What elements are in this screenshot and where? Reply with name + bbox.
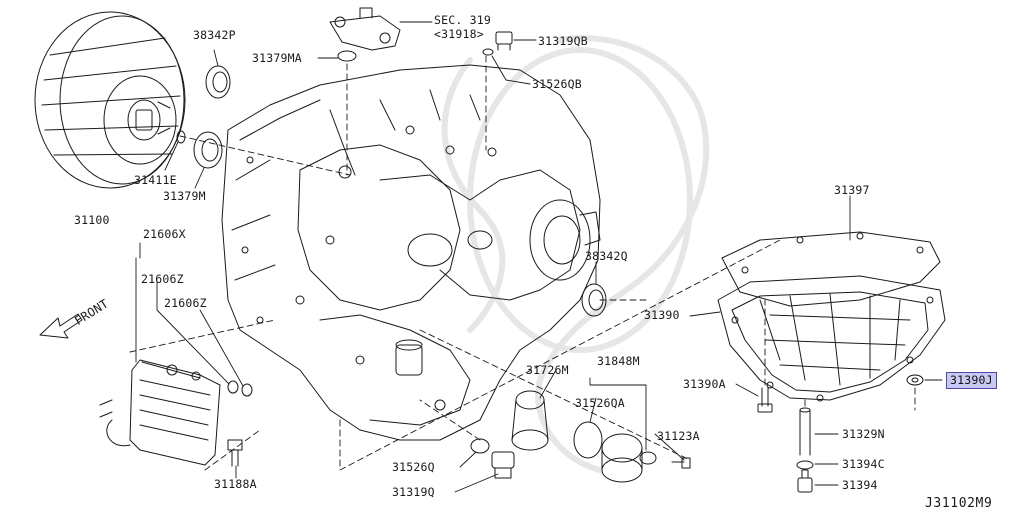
strainer-31726m (511, 390, 549, 451)
torque-converter (34, 11, 186, 189)
callout-31329n: 31329N (842, 427, 885, 441)
washer-31390j (906, 374, 924, 386)
sensor-sec319 (329, 7, 401, 51)
oil-cooler (99, 359, 221, 466)
callout-21606x: 21606X (143, 227, 186, 241)
front-arrow (39, 313, 83, 339)
callout-31394: 31394 (842, 478, 878, 492)
callout-sec-319-sub: <31918> (434, 27, 484, 41)
callout-31848m: 31848M (597, 354, 640, 368)
pipe-31329n (799, 407, 811, 456)
leader-lines (135, 21, 943, 493)
o-ring-21606z-a (227, 380, 239, 394)
callout-31526qb: 31526QB (532, 77, 582, 91)
bolt-31390a (757, 387, 773, 413)
bolt-31188a (227, 439, 243, 467)
callout-31390a: 31390A (683, 377, 726, 391)
bolt-31123a (671, 457, 691, 469)
callout-31526qa: 31526QA (575, 396, 625, 410)
washer-31526qb (482, 48, 494, 56)
callout-31379m: 31379M (163, 189, 206, 203)
drain-plug-31394 (797, 469, 813, 493)
callout-sec-319: SEC. 319 (434, 13, 491, 27)
callout-31319q: 31319Q (392, 485, 435, 499)
drawing-code: J31102M9 (925, 496, 993, 511)
callout-31123a: 31123A (657, 429, 700, 443)
o-ring-31526qa (573, 421, 603, 459)
callout-38342p: 38342P (193, 28, 236, 42)
seal-38342p (205, 65, 231, 99)
callout-31726m: 31726M (526, 363, 569, 377)
callout-31188a: 31188A (214, 477, 257, 491)
callout-31390j-highlighted[interactable]: 31390J (946, 372, 997, 389)
oil-pan (717, 231, 946, 402)
callout-31379ma: 31379MA (252, 51, 302, 65)
callout-31397: 31397 (834, 183, 870, 197)
washer-31394c (796, 460, 814, 470)
filter-31848m (601, 433, 657, 483)
plug-31319q (491, 451, 515, 479)
transmission-case (221, 64, 601, 441)
washer-31379ma (337, 50, 357, 62)
callout-31411e: 31411E (134, 173, 177, 187)
callout-38342q: 38342Q (585, 249, 628, 263)
washer-31526q (470, 438, 490, 454)
callout-31394c: 31394C (842, 457, 885, 471)
seal-31379m (193, 131, 223, 169)
callout-21606z-lower: 21606Z (164, 296, 207, 310)
callout-21606z-upper: 21606Z (141, 272, 184, 286)
plug-31319qb (495, 31, 513, 51)
callout-31319qb: 31319QB (538, 34, 588, 48)
callout-31526q: 31526Q (392, 460, 435, 474)
callout-31100: 31100 (74, 213, 110, 227)
o-ring-21606z-b (241, 383, 253, 397)
callout-31390: 31390 (644, 308, 680, 322)
reference-lines (129, 55, 916, 471)
